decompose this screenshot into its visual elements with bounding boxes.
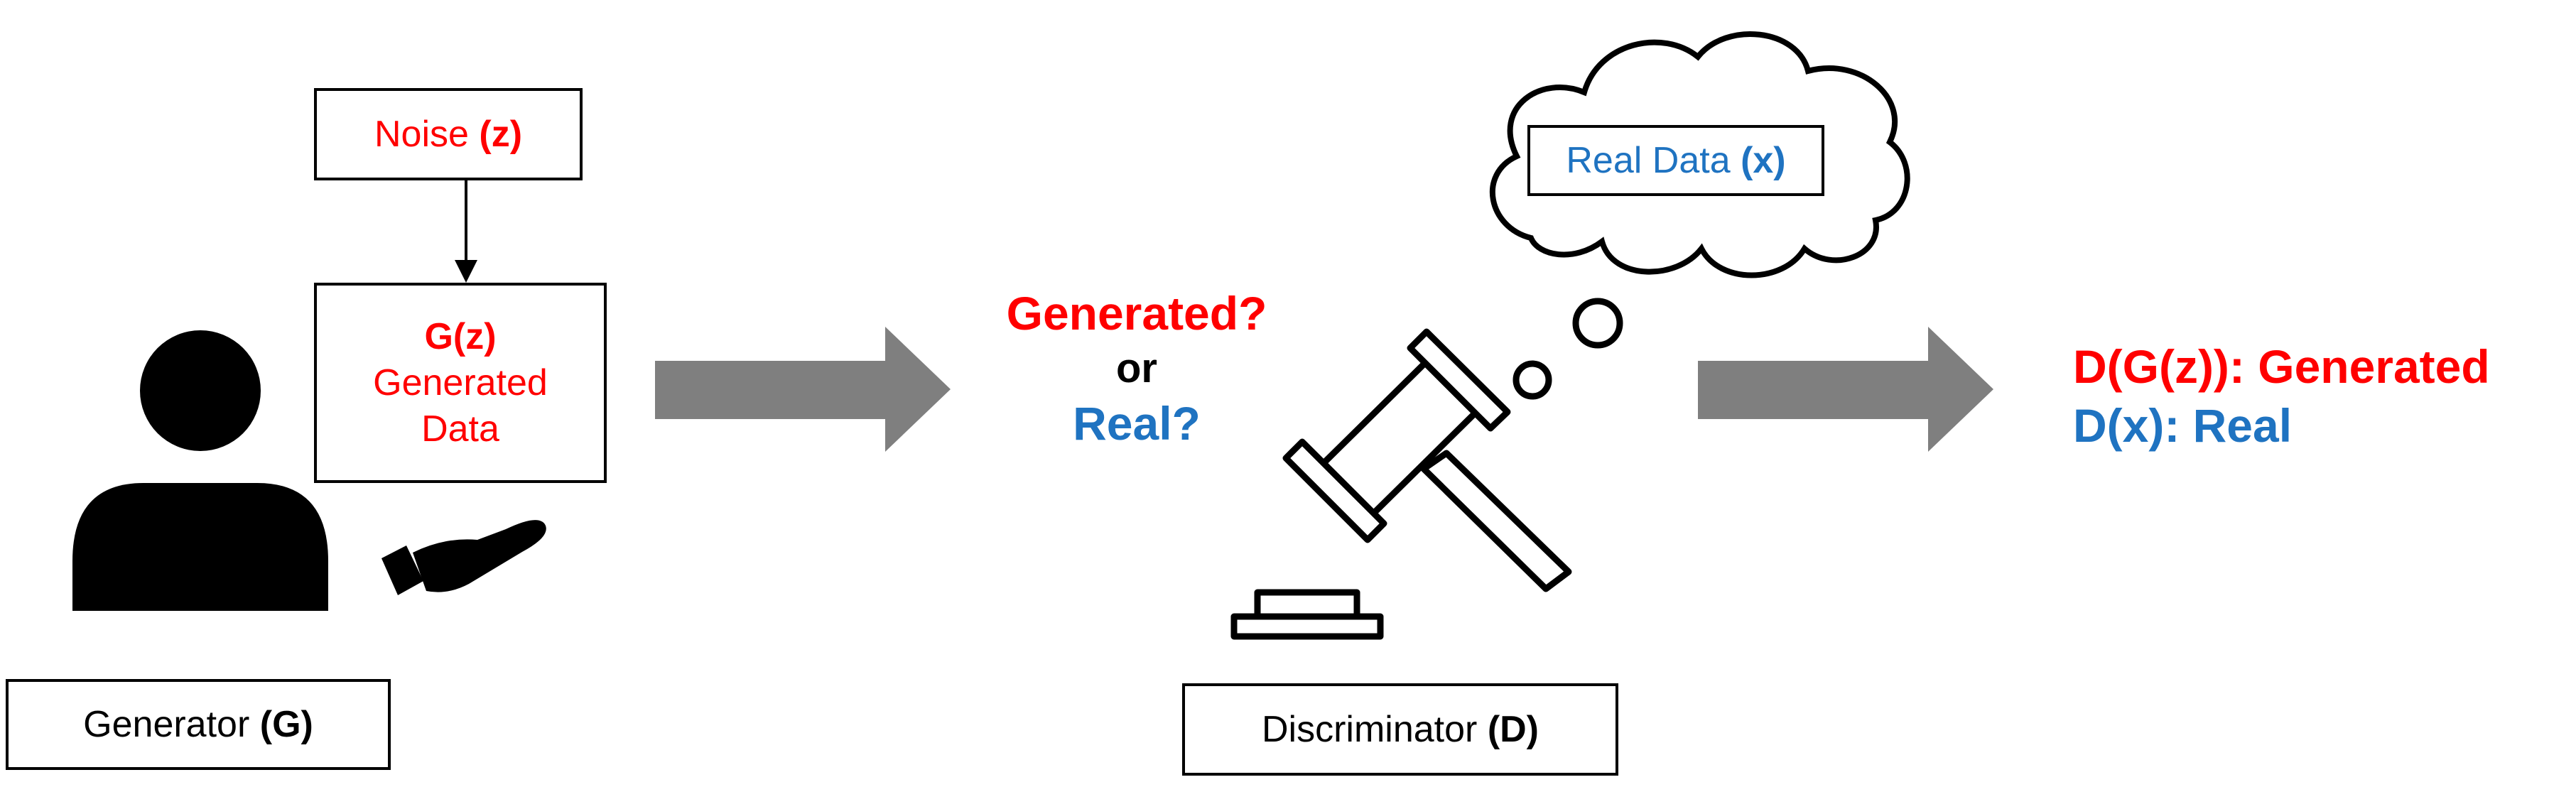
hand-icon xyxy=(381,520,546,595)
question-text: Generated? or Real? xyxy=(945,284,1328,453)
noise-to-gz-arrow xyxy=(455,178,477,283)
question-real: Real? xyxy=(1073,397,1201,450)
gray-arrow-right xyxy=(1698,327,1993,452)
generated-data-box: G(z) Generated Data xyxy=(314,283,607,483)
thought-bubble-large xyxy=(1572,298,1623,349)
gray-arrow-left xyxy=(655,327,951,452)
output-labels: D(G(z)): Generated D(x): Real xyxy=(2073,337,2570,455)
discriminator-caption-box: Discriminator (D) xyxy=(1182,683,1618,776)
generator-caption-symbol: (G) xyxy=(259,703,313,745)
real-data-label: Real Data xyxy=(1566,139,1731,181)
real-data-symbol: (x) xyxy=(1741,139,1786,181)
gz-line3: Data xyxy=(421,408,499,450)
generator-caption-box: Generator (G) xyxy=(6,679,391,770)
thought-bubble-small xyxy=(1512,360,1552,400)
generator-caption-label: Generator xyxy=(83,703,250,745)
question-or: or xyxy=(1116,344,1157,391)
discriminator-caption-symbol: (D) xyxy=(1487,708,1539,750)
real-data-box: Real Data (x) xyxy=(1527,125,1824,196)
output-real: D(x): Real xyxy=(2073,398,2293,452)
noise-label: Noise xyxy=(374,113,469,155)
noise-symbol: (z) xyxy=(479,113,523,155)
person-icon xyxy=(72,330,328,611)
noise-box: Noise (z) xyxy=(314,88,583,180)
output-generated: D(G(z)): Generated xyxy=(2073,340,2490,393)
gz-line2: Generated xyxy=(373,362,548,403)
gavel-icon xyxy=(1230,328,1572,640)
question-generated: Generated? xyxy=(1006,287,1267,340)
discriminator-caption-label: Discriminator xyxy=(1261,708,1478,750)
gz-label: G(z) xyxy=(424,315,497,357)
